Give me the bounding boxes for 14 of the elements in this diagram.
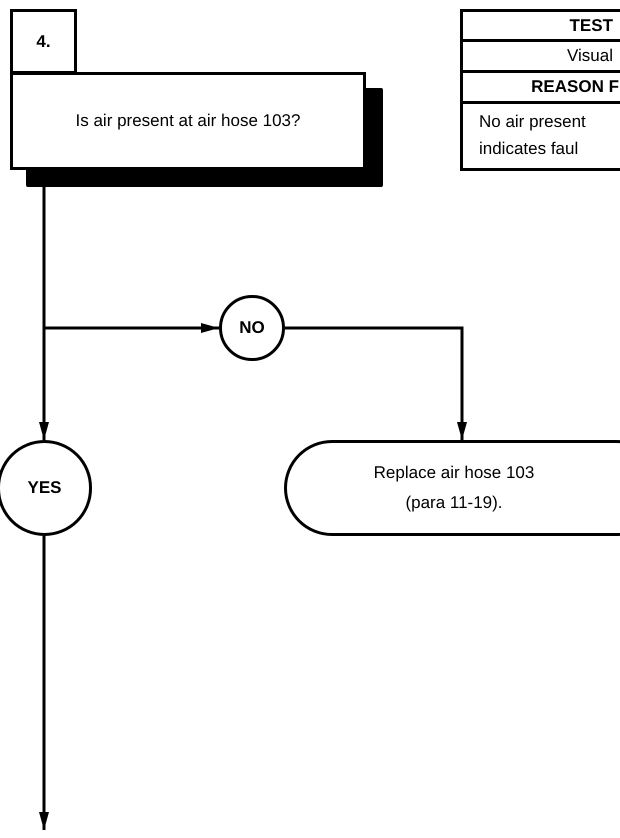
table-header: TEST xyxy=(570,14,613,37)
table-cell-text: Visual xyxy=(567,45,613,68)
node-text: 4. xyxy=(36,30,51,53)
decision-box xyxy=(10,72,366,170)
table-cell: No air present indicates faul xyxy=(479,112,586,158)
table-header: REASON F xyxy=(531,76,619,98)
node-text: Replace air hose 103 (para 11-19). xyxy=(372,462,536,514)
step-number-box xyxy=(10,9,77,74)
node-text: Is air present at air hose 103? xyxy=(76,110,300,132)
node-text: NO xyxy=(239,317,265,340)
flow-arrow xyxy=(285,326,467,440)
flow-arrow xyxy=(39,536,49,830)
node-text: YES xyxy=(27,477,62,500)
action-terminal xyxy=(284,440,620,536)
